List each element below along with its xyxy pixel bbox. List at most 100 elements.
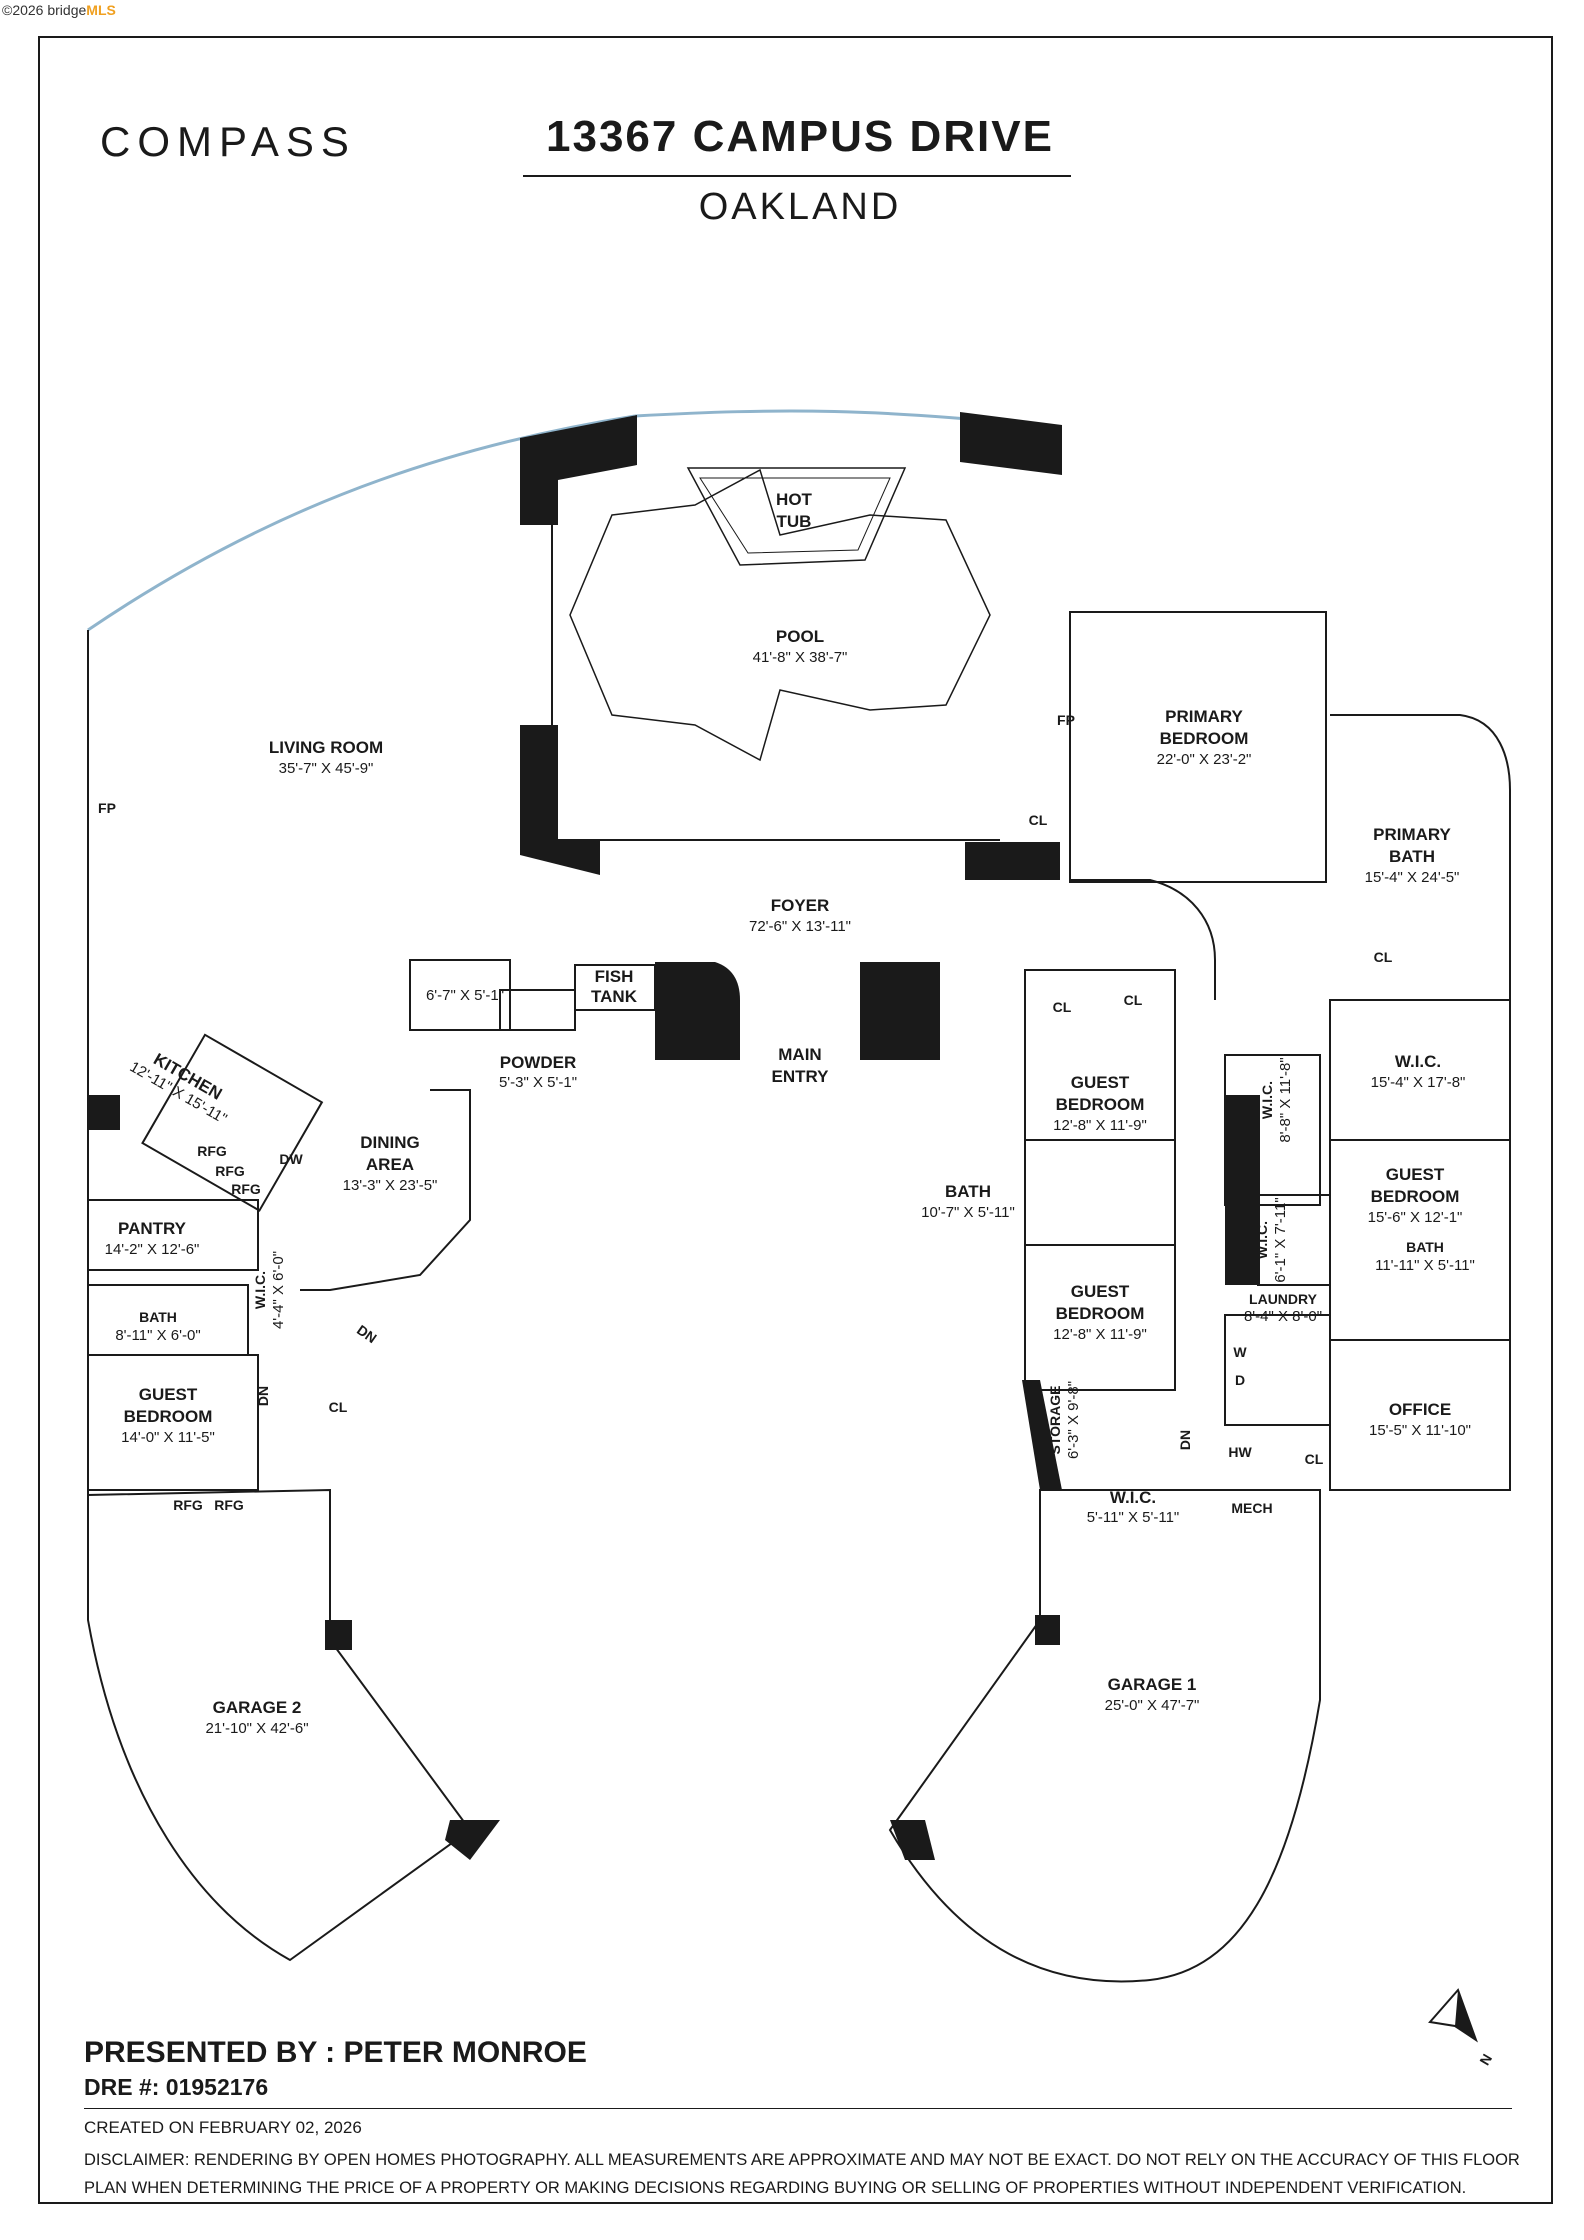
mechanical-label: MECH — [1231, 1500, 1272, 1516]
closet-small-dimensions: 6'-7" X 5'-1" — [426, 987, 504, 1004]
guest-bedroom-left-outline — [87, 1354, 259, 1491]
pantry-label: PANTRY — [118, 1219, 187, 1238]
laundry-label: LAUNDRY — [1249, 1291, 1318, 1307]
closet-label-left: CL — [329, 1399, 348, 1415]
guest-bedroom-right-label-1: GUEST — [1386, 1165, 1445, 1184]
wic-a-dimensions: 8'-8" X 11'-8" — [1277, 1057, 1294, 1142]
water-heater-label: HW — [1228, 1444, 1252, 1460]
guest-bedroom-left-label-1: GUEST — [139, 1385, 198, 1404]
foyer-curve — [1070, 879, 1216, 1000]
garage-1-label: GARAGE 1 — [1108, 1675, 1197, 1694]
living-room-dimensions: 35'-7" X 45'-9" — [279, 760, 374, 777]
svg-text:TUB: TUB — [777, 512, 812, 531]
pool-label: POOL — [776, 627, 824, 646]
main-entry-label-2: ENTRY — [772, 1067, 830, 1086]
north-label: N — [1476, 2051, 1495, 2068]
dining-area-label-1: DINING — [360, 1133, 420, 1152]
stairs-down-label-3: DN — [1177, 1430, 1193, 1450]
stairs-down-label-2: DN — [255, 1386, 271, 1406]
laundry-dimensions: 8'-4" X 8'-0" — [1244, 1308, 1322, 1325]
disclaimer-text: DISCLAIMER: RENDERING BY OPEN HOMES PHOT… — [84, 2151, 1520, 2197]
guest-bedroom-2-outline — [1024, 1244, 1176, 1391]
hot-tub-outline — [686, 467, 907, 566]
page-frame — [38, 36, 1553, 2204]
dining-area-label-2: AREA — [366, 1155, 414, 1174]
fish-tank-label-2: TANK — [591, 987, 638, 1006]
wic-left-label: W.I.C. — [252, 1271, 268, 1309]
storage-label: STORAGE — [1047, 1386, 1063, 1455]
office-dimensions: 15'-5" X 11'-10" — [1369, 1422, 1471, 1439]
powder-dimensions: 5'-3" X 5'-1" — [499, 1074, 577, 1091]
bath-left-dimensions: 8'-11" X 6'-0" — [115, 1327, 200, 1344]
powder-outline — [499, 989, 576, 1031]
primary-bedroom-label-2: BEDROOM — [1160, 729, 1249, 748]
wic-primary-dimensions: 15'-4" X 17'-8" — [1371, 1074, 1466, 1091]
garage-1-outline — [888, 1489, 1321, 1983]
guest-bedroom-1-label-2: BEDROOM — [1056, 1095, 1145, 1114]
guest-bedroom-2-dimensions: 12'-8" X 11'-9" — [1053, 1326, 1147, 1343]
closet-label-guest-1b: CL — [1124, 992, 1143, 1008]
closet-label-bath: CL — [1374, 949, 1393, 965]
created-date: CREATED ON FEBRUARY 02, 2026 — [84, 2118, 362, 2137]
primary-bath-label-2: BATH — [1389, 847, 1435, 866]
presented-by: PRESENTED BY : PETER MONROE — [84, 2036, 587, 2069]
bath-center-label: BATH — [945, 1182, 991, 1201]
rfg-label-2: RFG — [215, 1163, 245, 1179]
wic-left-dimensions: 4'-4" X 6'-0" — [270, 1251, 287, 1329]
mls-watermark: ©2026 bridgeMLS — [2, 2, 116, 18]
storage-dimensions: 6'-3" X 9'-8" — [1065, 1381, 1082, 1459]
dishwasher-label: DW — [279, 1151, 303, 1167]
bath-left-label: BATH — [139, 1309, 177, 1325]
closet-label-office: CL — [1305, 1451, 1324, 1467]
fireplace-label-left: FP — [98, 800, 116, 816]
garage-2-dimensions: 21'-10" X 42'-6" — [205, 1720, 308, 1737]
wic-bottom-dimensions: 5'-11" X 5'-11" — [1087, 1509, 1180, 1526]
wic-b-dimensions: 6'-1" X 7'-11" — [1272, 1197, 1289, 1282]
garage-2-label: GARAGE 2 — [213, 1698, 302, 1717]
bath-center-dimensions: 10'-7" X 5'-11" — [921, 1204, 1015, 1221]
pool-outline — [569, 468, 991, 762]
hot-tub-label-1: HOT — [776, 490, 813, 509]
rfg-label-4: RFG — [173, 1497, 203, 1513]
washer-label: W — [1233, 1344, 1247, 1360]
powder-label: POWDER — [500, 1053, 577, 1072]
north-arrow-icon — [1428, 1988, 1478, 2043]
wic-bottom-label: W.I.C. — [1110, 1488, 1156, 1507]
rfg-label-5: RFG — [214, 1497, 244, 1513]
footer-divider — [84, 2108, 1512, 2109]
primary-bath-dimensions: 15'-4" X 24'-5" — [1365, 869, 1460, 886]
primary-bedroom-label-1: PRIMARY — [1165, 707, 1243, 726]
guest-bedroom-right-label-2: BEDROOM — [1371, 1187, 1460, 1206]
closet-label-guest-1a: CL — [1053, 999, 1072, 1015]
dining-area-wall — [300, 1089, 471, 1291]
office-label: OFFICE — [1389, 1400, 1451, 1419]
pool-dimensions: 41'-8" X 38'-7" — [753, 649, 848, 666]
living-room-curved-wall — [87, 414, 636, 632]
main-entry-label-1: MAIN — [778, 1045, 821, 1064]
wic-b-label: W.I.C. — [1254, 1221, 1270, 1259]
guest-bedroom-1-dimensions: 12'-8" X 11'-9" — [1053, 1117, 1147, 1134]
bath-right-label: BATH — [1406, 1239, 1444, 1255]
rfg-label-1: RFG — [197, 1143, 227, 1159]
rfg-label-3: RFG — [231, 1181, 261, 1197]
property-city: OAKLAND — [698, 186, 902, 228]
foyer-label: FOYER — [771, 896, 830, 915]
fireplace-label-right: FP — [1057, 712, 1075, 728]
guest-bedroom-1-outline — [1024, 969, 1176, 1141]
closet-small-outline — [409, 959, 511, 1031]
foyer-dimensions: 72'-6" X 13'-11" — [749, 918, 851, 935]
guest-bedroom-2-label-1: GUEST — [1071, 1282, 1130, 1301]
primary-bath-outline — [1330, 714, 1511, 1001]
guest-bedroom-1-label-1: GUEST — [1071, 1073, 1130, 1092]
primary-bedroom-dimensions: 22'-0" X 23'-2" — [1157, 751, 1252, 768]
primary-bath-label-1: PRIMARY — [1373, 825, 1451, 844]
title-divider — [523, 175, 1071, 177]
garage-1-dimensions: 25'-0" X 47'-7" — [1105, 1697, 1200, 1714]
guest-bedroom-2-label-2: BEDROOM — [1056, 1304, 1145, 1323]
bath-right-dimensions: 11'-11" X 5'-11" — [1375, 1257, 1475, 1274]
garage-2-outline — [87, 1488, 472, 1962]
laundry-outline — [1224, 1314, 1331, 1426]
stairs-down-label-1: DN — [354, 1322, 380, 1347]
solid-walls — [88, 412, 1260, 1860]
